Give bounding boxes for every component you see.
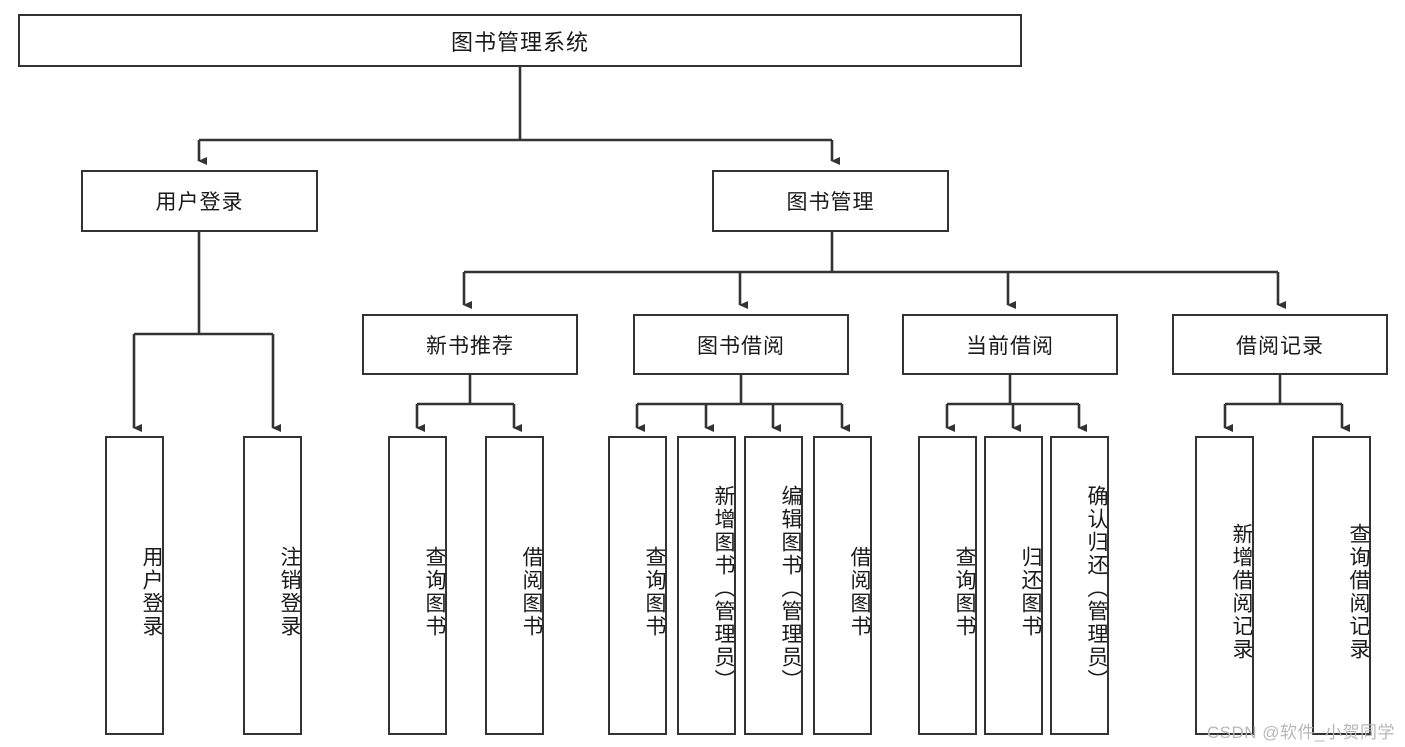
node-user-login[interactable]: 用户登录 <box>81 170 318 232</box>
node-current-borrowing[interactable]: 当前借阅 <box>902 314 1118 375</box>
node-new-book-recommendation[interactable]: 新书推荐 <box>362 314 578 375</box>
leaf-query-book-new-book[interactable]: 查询图书 <box>388 436 447 735</box>
node-book-management[interactable]: 图书管理 <box>712 170 949 232</box>
leaf-edit-book-admin[interactable]: 编辑图书（管理员） <box>744 436 803 735</box>
leaf-confirm-return-admin[interactable]: 确认归还（管理员） <box>1050 436 1109 735</box>
watermark: CSDN @软件_小贺同学 <box>1206 723 1395 742</box>
leaf-return-book[interactable]: 归还图书 <box>984 436 1043 735</box>
leaf-add-book-admin[interactable]: 新增图书（管理员） <box>677 436 736 735</box>
leaf-query-borrowing-record[interactable]: 查询借阅记录 <box>1312 436 1371 735</box>
node-book-borrowing[interactable]: 图书借阅 <box>633 314 849 375</box>
leaf-borrow-book-borrowing[interactable]: 借阅图书 <box>813 436 872 735</box>
node-borrowing-record[interactable]: 借阅记录 <box>1172 314 1388 375</box>
leaf-borrow-book-new-book[interactable]: 借阅图书 <box>485 436 544 735</box>
leaf-user-login[interactable]: 用户登录 <box>105 436 164 735</box>
leaf-add-borrowing-record[interactable]: 新增借阅记录 <box>1195 436 1254 735</box>
leaf-user-logout[interactable]: 注销登录 <box>243 436 302 735</box>
node-root[interactable]: 图书管理系统 <box>18 14 1022 67</box>
leaf-query-book-borrowing[interactable]: 查询图书 <box>608 436 667 735</box>
leaf-query-book-current[interactable]: 查询图书 <box>918 436 977 735</box>
